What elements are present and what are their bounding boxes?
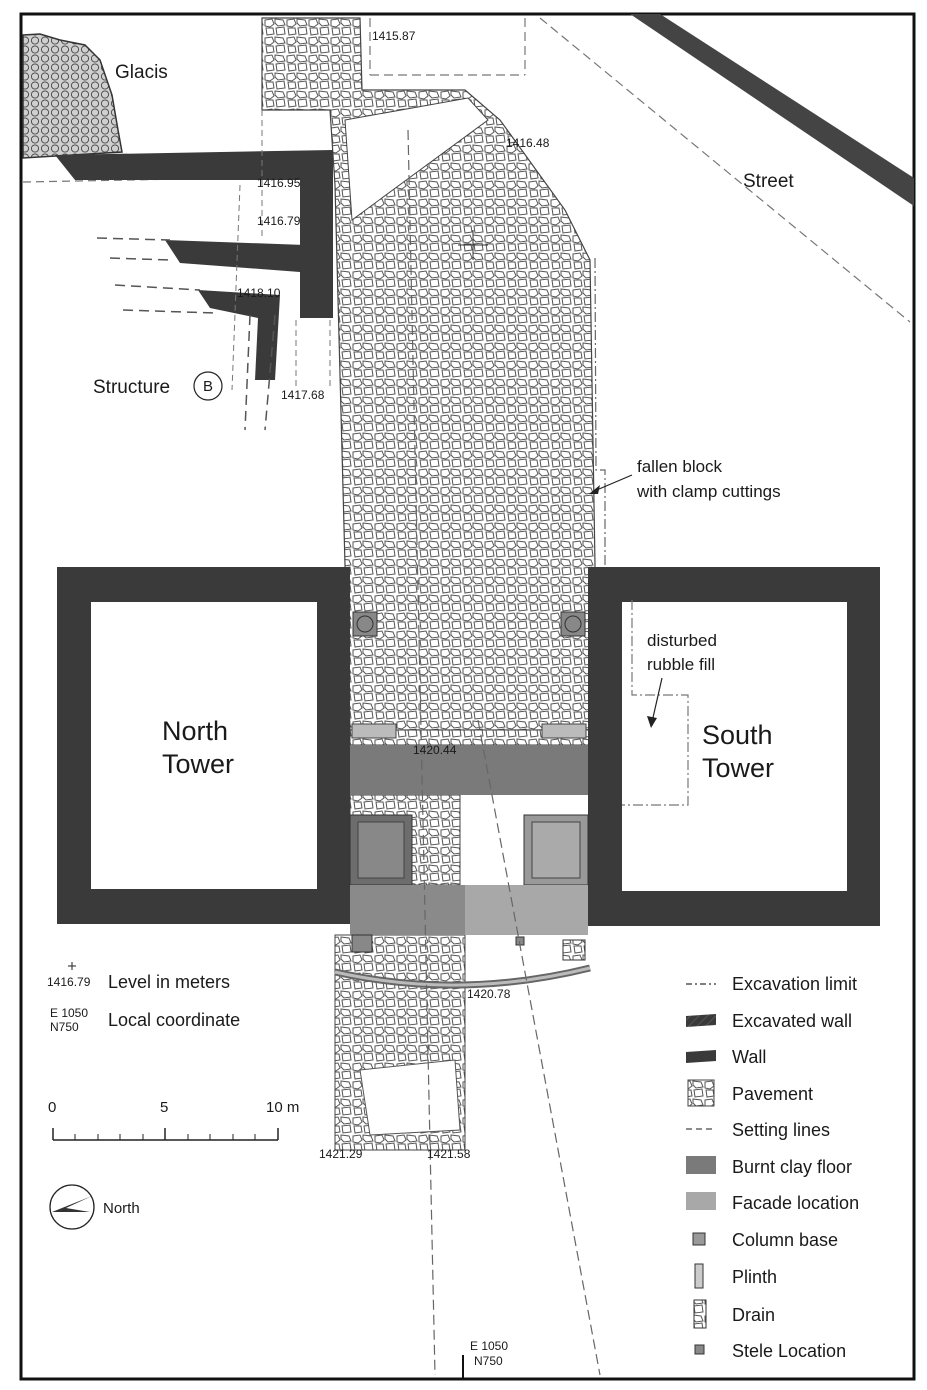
north-arrow-icon xyxy=(49,1184,95,1230)
key-coord-e: E 1050 xyxy=(50,1006,88,1020)
scale-tick-5: 5 xyxy=(160,1099,168,1116)
legend-swatch-excavated-wall xyxy=(686,1014,716,1027)
legend-swatch-column-base xyxy=(692,1232,706,1246)
annotation-disturbed-2: rubble fill xyxy=(647,655,715,674)
legend-swatch-burnt-clay xyxy=(686,1156,716,1174)
legend-label-0: Excavation limit xyxy=(732,974,857,994)
legend-swatch-wall xyxy=(686,1050,716,1063)
legend-label-8: Plinth xyxy=(732,1267,777,1287)
label-glacis: Glacis xyxy=(115,62,168,83)
level-1421-29: 1421.29 xyxy=(319,1147,363,1161)
level-1416-95: 1416.95 xyxy=(257,176,301,190)
level-1420-78: 1420.78 xyxy=(467,987,511,1001)
north-tower-interior xyxy=(91,602,317,889)
level-1418-10: 1418.10 xyxy=(237,286,281,300)
legend-label-10: Stele Location xyxy=(732,1341,846,1361)
legend-label-5: Burnt clay floor xyxy=(732,1157,852,1177)
legend-swatches xyxy=(686,983,716,1355)
street-band xyxy=(630,14,914,206)
label-north-tower-1: North xyxy=(162,716,228,746)
legend-label-4: Setting lines xyxy=(732,1120,830,1140)
glacis-area xyxy=(22,33,123,159)
key-coord-label: Local coordinate xyxy=(108,1010,240,1030)
scale-bar xyxy=(52,1128,279,1141)
bottom-coord-e: E 1050 xyxy=(470,1339,508,1353)
legend-label-1: Excavated wall xyxy=(732,1011,852,1031)
annotation-fallen-block-1: fallen block xyxy=(637,457,723,476)
legend-swatch-pavement xyxy=(687,1079,715,1107)
scale-tick-0: 0 xyxy=(48,1099,56,1116)
burnt-clay-floor xyxy=(350,745,588,795)
annotation-disturbed-1: disturbed xyxy=(647,631,717,650)
map-frame xyxy=(19,12,916,1381)
level-1416-79: 1416.79 xyxy=(257,214,301,228)
label-north-tower-2: Tower xyxy=(162,749,234,779)
south-tower-interior xyxy=(622,602,847,891)
level-1415-87: 1415.87 xyxy=(372,29,416,43)
label-south-tower-2: Tower xyxy=(702,753,774,783)
bottom-coord-n: N750 xyxy=(474,1354,503,1368)
level-1421-58: 1421.58 xyxy=(427,1147,471,1161)
level-1417-68: 1417.68 xyxy=(281,388,325,402)
legend-label-3: Pavement xyxy=(732,1084,813,1104)
legend-swatch-facade xyxy=(686,1192,716,1210)
pavement-area xyxy=(261,17,596,731)
key-coord-n: N750 xyxy=(50,1020,79,1034)
level-1420-44: 1420.44 xyxy=(413,743,457,757)
north-label: North xyxy=(103,1200,140,1217)
legend-swatch-plinth xyxy=(694,1263,704,1289)
legend-swatch-stele xyxy=(694,1344,705,1355)
key-level-example: 1416.79 xyxy=(47,975,91,989)
legend-swatch-drain xyxy=(693,1299,707,1329)
label-street: Street xyxy=(743,171,794,192)
label-structure-marker: B xyxy=(203,378,213,395)
level-1416-48: 1416.48 xyxy=(506,136,550,150)
wall-middle xyxy=(165,240,305,272)
legend-label-7: Column base xyxy=(732,1230,838,1250)
legend-label-6: Facade location xyxy=(732,1193,859,1213)
label-south-tower-1: South xyxy=(702,720,773,750)
label-structure: Structure xyxy=(93,377,170,398)
wall-lower xyxy=(198,290,280,380)
scale-tick-10: 10 m xyxy=(266,1099,299,1116)
key-level-label: Level in meters xyxy=(108,972,230,992)
annotation-fallen-block-2: with clamp cuttings xyxy=(636,482,781,501)
wall-upper xyxy=(55,150,333,318)
legend-label-2: Wall xyxy=(732,1047,766,1067)
legend-label-9: Drain xyxy=(732,1305,775,1325)
